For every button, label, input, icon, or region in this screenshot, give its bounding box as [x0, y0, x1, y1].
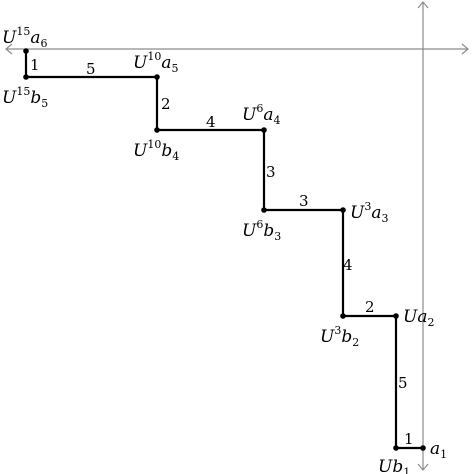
- axes: [5, 1, 469, 471]
- label-U6b3: U6b3: [242, 218, 281, 243]
- vertex-a2: [393, 313, 399, 319]
- label-U3b2: U3b2: [320, 324, 359, 349]
- weight-a3-b2: 4: [343, 256, 353, 274]
- weight-a2-b1: 5: [398, 374, 408, 392]
- weight-b3-a3: 3: [299, 192, 309, 210]
- weight-a4-b3: 3: [266, 163, 276, 181]
- vertex-b1: [393, 445, 399, 451]
- weight-a5-b4: 2: [161, 95, 171, 113]
- label-a1: a1: [430, 439, 447, 461]
- weight-b1-a1: 1: [404, 430, 414, 448]
- label-U3a3: U3a3: [350, 200, 388, 225]
- label-Ua2: Ua2: [403, 307, 434, 329]
- staircase-path: [24, 49, 425, 450]
- vertical-axis-top-arrow: [417, 1, 429, 9]
- vertex-a5-corner: [154, 74, 160, 80]
- vertex-b3: [261, 207, 267, 213]
- weight-b5-a5: 5: [86, 60, 96, 78]
- vertex-b4: [154, 127, 160, 133]
- label-U15a6: U15a6: [2, 25, 47, 50]
- vertex-b5: [23, 74, 29, 80]
- label-Ub1: Ub1: [378, 457, 410, 474]
- vertex-b2: [340, 313, 346, 319]
- vertices: [23, 48, 426, 451]
- edge-weights: 1 5 2 4 3 3 4 2 5 1: [30, 56, 414, 448]
- vertex-a6: [23, 48, 29, 54]
- label-U6a4: U6a4: [242, 102, 280, 127]
- vertex-a1: [420, 445, 426, 451]
- vertex-labels: U15a6 U15b5 U10a5 U10b4 U6a4 U6b3 U3a3 U…: [2, 25, 447, 474]
- vertex-a4: [261, 127, 267, 133]
- label-U15b5: U15b5: [2, 85, 48, 110]
- vertical-axis-bottom-arrow: [417, 463, 429, 471]
- weight-b4-a4: 4: [206, 113, 216, 131]
- weight-a6-b5: 1: [30, 56, 40, 74]
- label-U10b4: U10b4: [133, 138, 179, 163]
- horizontal-axis-right-arrow: [461, 43, 469, 55]
- vertex-a3: [340, 207, 346, 213]
- label-U10a5: U10a5: [133, 50, 178, 75]
- horizontal-axis-left-arrow: [5, 43, 13, 55]
- weight-b2-a2: 2: [365, 298, 375, 316]
